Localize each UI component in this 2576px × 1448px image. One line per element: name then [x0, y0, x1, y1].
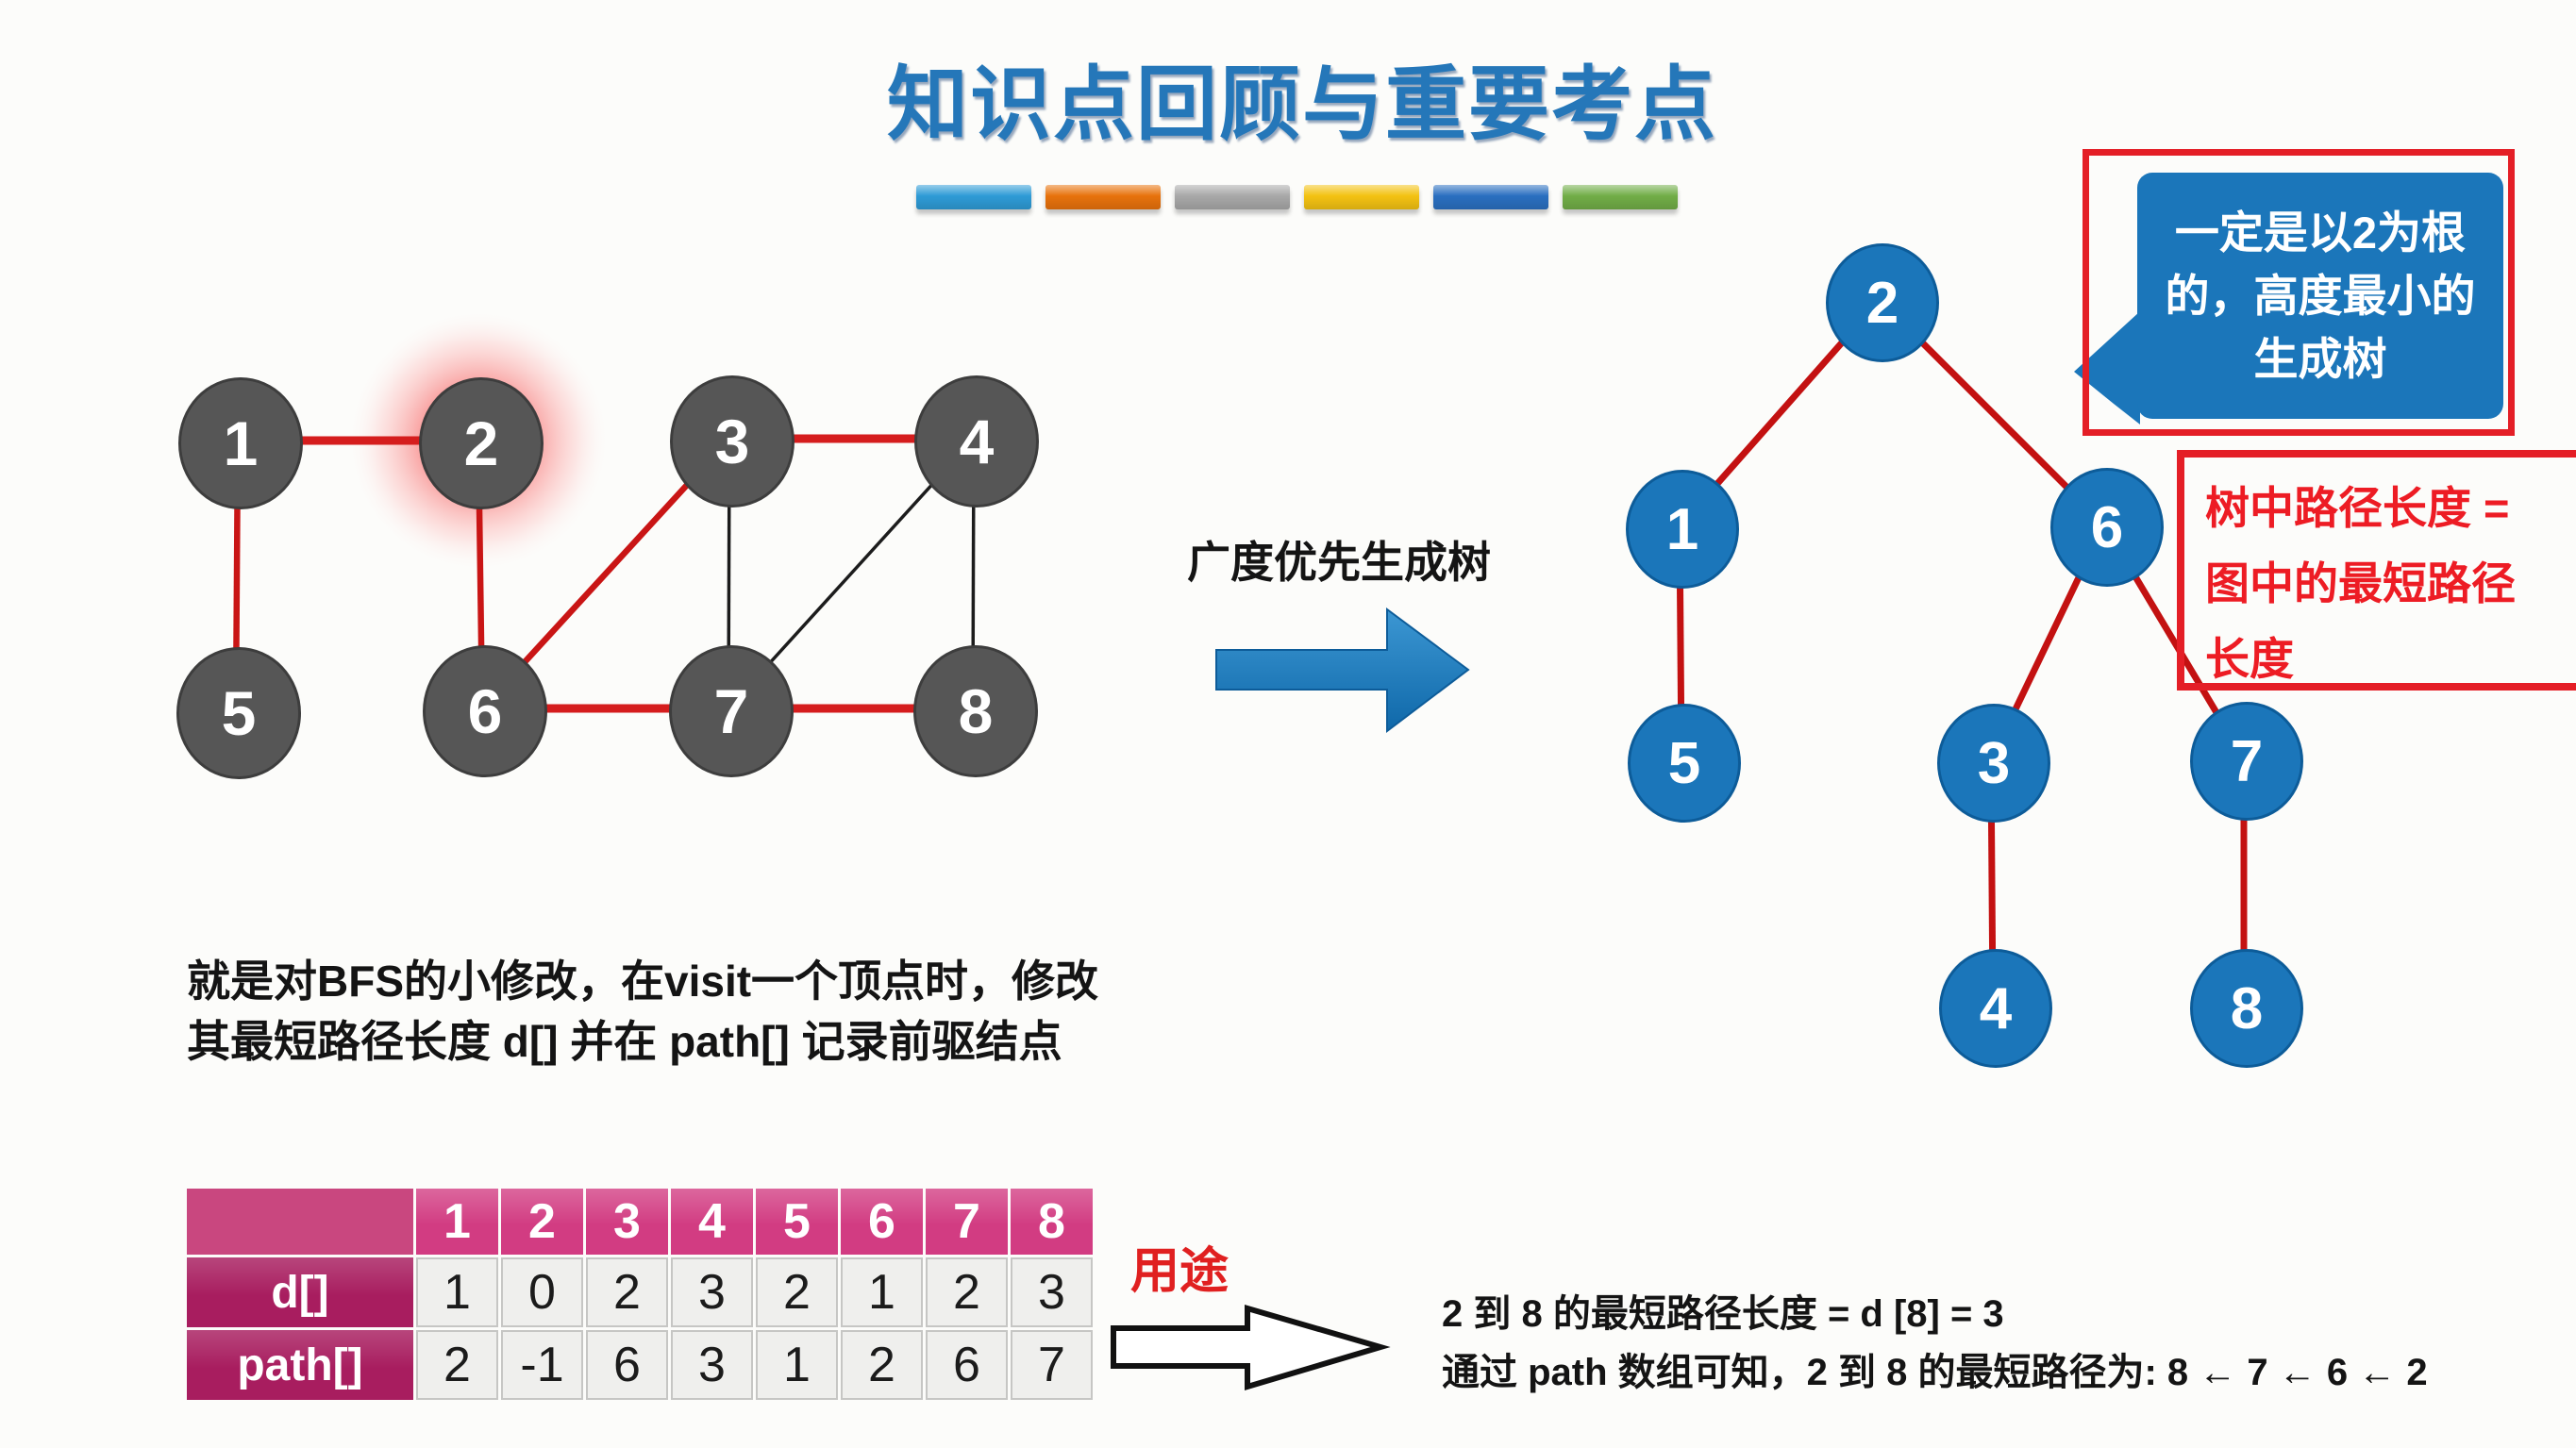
description-line-2: 其最短路径长度 d[] 并在 path[] 记录前驱结点 — [187, 1017, 1062, 1066]
table-cell-d-7: 2 — [926, 1257, 1008, 1327]
usage-label: 用途 — [1130, 1244, 1229, 1299]
divider-bar-2 — [1045, 185, 1161, 209]
table-column-header-5: 5 — [756, 1189, 838, 1255]
divider-bar-4 — [1304, 185, 1419, 209]
divider-bar-5 — [1433, 185, 1548, 209]
shortest-path-conclusion: 2 到 8 的最短路径长度 = d [8] = 3 通过 path 数组可知，2… — [1442, 1285, 2428, 1402]
bubble-tail — [2074, 311, 2140, 424]
graph-node-8: 8 — [913, 645, 1038, 777]
table-column-header-6: 6 — [841, 1189, 923, 1255]
table-cell-path-7: 6 — [926, 1330, 1008, 1400]
table-column-header-3: 3 — [586, 1189, 668, 1255]
table-cell-path-2: -1 — [501, 1330, 583, 1400]
bfs-transform-arrow — [1215, 607, 1470, 734]
bubble-highlight-frame — [2083, 149, 2515, 436]
table-column-header-2: 2 — [501, 1189, 583, 1255]
table-cell-d-5: 2 — [756, 1257, 838, 1327]
tree-node-2: 2 — [1826, 243, 1939, 362]
table-row-label-path: path[] — [187, 1330, 413, 1400]
path-length-note-box: 树中路径长度 = 图中的最短路径 长度 — [2177, 450, 2576, 691]
tree-node-8: 8 — [2190, 949, 2303, 1068]
table-cell-path-5: 1 — [756, 1330, 838, 1400]
table-cell-path-4: 3 — [671, 1330, 753, 1400]
note-line-2: 图中的最短路径 — [2205, 558, 2516, 608]
usage-arrow — [1111, 1305, 1391, 1391]
tree-node-4: 4 — [1939, 949, 2052, 1068]
tree-node-3: 3 — [1937, 704, 2050, 823]
table-cell-d-4: 3 — [671, 1257, 753, 1327]
description-line-1: 就是对BFS的小修改，在visit一个顶点时，修改 — [187, 957, 1099, 1006]
table-cell-path-1: 2 — [416, 1330, 498, 1400]
bubble-line-1: 一定是以2为根 — [2174, 208, 2467, 258]
table-column-header-8: 8 — [1011, 1189, 1093, 1255]
table-column-header-7: 7 — [926, 1189, 1008, 1255]
tree-node-5: 5 — [1628, 704, 1741, 823]
conclusion-line-2: 通过 path 数组可知，2 到 8 的最短路径为: 8 ← 7 ← 6 ← 2 — [1442, 1352, 2428, 1393]
title-divider-bars — [916, 185, 1678, 209]
tree-node-7: 7 — [2190, 702, 2303, 821]
note-line-1: 树中路径长度 = — [2205, 483, 2510, 533]
graph-node-2: 2 — [419, 377, 544, 509]
divider-bar-6 — [1563, 185, 1678, 209]
table-cell-d-2: 0 — [501, 1257, 583, 1327]
bubble-line-2: 的，高度最小的 — [2165, 271, 2476, 321]
bubble-line-3: 生成树 — [2253, 334, 2387, 384]
graph-node-1: 1 — [178, 377, 303, 509]
table-cell-path-8: 7 — [1011, 1330, 1093, 1400]
table-cell-d-8: 3 — [1011, 1257, 1093, 1327]
table-column-header-1: 1 — [416, 1189, 498, 1255]
bfs-modification-description: 就是对BFS的小修改，在visit一个顶点时，修改 其最短路径长度 d[] 并在… — [187, 951, 1098, 1072]
tree-node-6: 6 — [2050, 468, 2164, 587]
table-row-label-d: d[] — [187, 1257, 413, 1327]
table-cell-d-3: 2 — [586, 1257, 668, 1327]
divider-bar-3 — [1175, 185, 1290, 209]
bfs-spanning-tree-label: 广度优先生成树 — [1187, 538, 1491, 587]
root-note-bubble: 一定是以2为根 的，高度最小的 生成树 — [2137, 173, 2503, 419]
table-cell-path-6: 2 — [841, 1330, 923, 1400]
note-line-3: 长度 — [2205, 634, 2294, 684]
graph-edges — [232, 434, 976, 713]
table-corner-cell — [187, 1189, 413, 1255]
table-column-header-4: 4 — [671, 1189, 753, 1255]
table-cell-d-1: 1 — [416, 1257, 498, 1327]
graph-node-6: 6 — [423, 645, 547, 777]
graph-node-3: 3 — [670, 375, 795, 508]
conclusion-line-1: 2 到 8 的最短路径长度 = d [8] = 3 — [1442, 1293, 2004, 1335]
table-cell-d-6: 1 — [841, 1257, 923, 1327]
page-title: 知识点回顾与重要考点 — [887, 59, 1717, 150]
divider-bar-1 — [916, 185, 1031, 209]
tree-node-1: 1 — [1626, 470, 1739, 589]
graph-node-7: 7 — [669, 645, 794, 777]
graph-node-4: 4 — [914, 375, 1039, 508]
graph-node-5: 5 — [176, 647, 301, 779]
table-cell-path-3: 6 — [586, 1330, 668, 1400]
